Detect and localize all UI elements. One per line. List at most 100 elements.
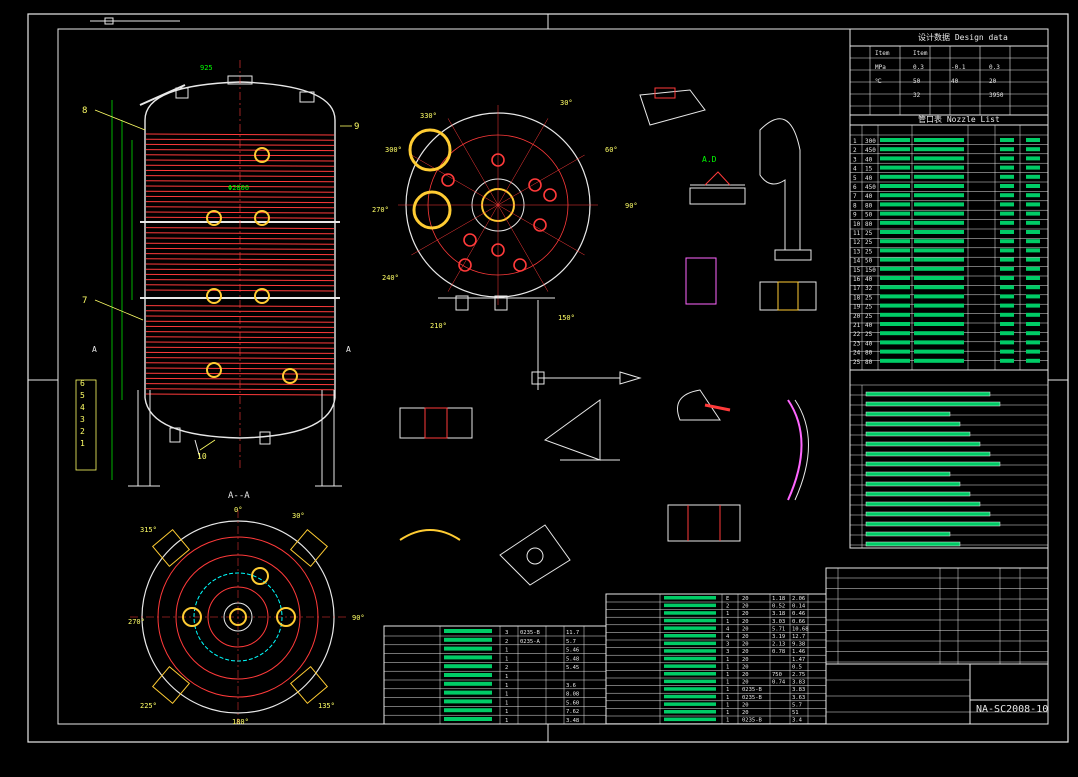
bom-left-weight: 5.48 bbox=[566, 656, 579, 662]
nozzle-use-text bbox=[1000, 239, 1014, 244]
bom-left-weight: 11.7 bbox=[566, 630, 579, 636]
bom-right-total-weight: 1.47 bbox=[792, 657, 805, 663]
bom-right-total-weight: 3.83 bbox=[792, 680, 805, 686]
nozzle-use-text bbox=[1000, 248, 1014, 253]
nozzle-no: 16 bbox=[853, 276, 861, 283]
nozzle-standard-text bbox=[880, 156, 910, 161]
head-angle-label: 150° bbox=[558, 314, 575, 322]
head-nozzle bbox=[543, 188, 557, 202]
nozzle-flange-text bbox=[914, 147, 964, 152]
bom-right-total-weight: 51 bbox=[792, 710, 799, 716]
nozzle-dn: 40 bbox=[865, 340, 873, 347]
nozzle-standard-text bbox=[880, 276, 910, 280]
nozzle-no: 14 bbox=[853, 258, 861, 265]
head-nozzle bbox=[441, 173, 455, 187]
nozzle-dn: 80 bbox=[865, 350, 873, 357]
nozzle-length-text bbox=[1026, 220, 1040, 225]
nozzle-dn: 25 bbox=[865, 313, 873, 320]
nozzle-dn: 40 bbox=[865, 175, 873, 182]
nozzle-flange-text bbox=[914, 230, 964, 234]
nozzle-standard-text bbox=[880, 174, 910, 179]
bom-right-qty: 1 bbox=[726, 664, 729, 670]
vessel-elevation bbox=[75, 60, 352, 487]
nozzle-flange-text bbox=[914, 340, 964, 345]
detail-views bbox=[399, 87, 817, 586]
nozzle-no: 23 bbox=[853, 340, 861, 347]
nozzle-standard-text bbox=[880, 248, 910, 253]
nozzle-length-text bbox=[1026, 165, 1040, 170]
nozzle-use-text bbox=[1000, 303, 1014, 308]
bom-right-material: 20 bbox=[742, 619, 749, 625]
bom-right-total-weight: 0.5 bbox=[792, 664, 802, 670]
head-nozzle bbox=[528, 178, 542, 192]
nozzle-no: 18 bbox=[853, 294, 861, 301]
nozzle-flange-text bbox=[914, 331, 964, 336]
nozzle-dn: 25 bbox=[865, 294, 873, 301]
nozzle-length-text bbox=[1026, 156, 1040, 161]
nozzle-flange-text bbox=[914, 276, 964, 280]
detail-ad-title: A.D bbox=[702, 155, 717, 164]
bom-right-unit-weight: 0.78 bbox=[772, 649, 785, 655]
nozzle-use-text bbox=[1000, 211, 1014, 216]
nozzle-use-text bbox=[1000, 349, 1014, 354]
bom-right-total-weight: 2.75 bbox=[792, 672, 805, 678]
vessel-tag-1: 1 bbox=[80, 439, 85, 448]
nozzle-flange-text bbox=[914, 294, 964, 299]
nozzle-no: 25 bbox=[853, 359, 861, 366]
nozzle-length-text bbox=[1026, 285, 1040, 290]
design-data-table bbox=[849, 28, 1049, 116]
bom-right-unit-weight: 750 bbox=[772, 672, 782, 678]
bom-left-qty: 1 bbox=[505, 674, 508, 680]
bom-right-material: 0235-B bbox=[742, 718, 763, 724]
nozzle-dn: 25 bbox=[865, 304, 873, 311]
nozzle-length-text bbox=[1026, 202, 1040, 207]
design-data-title: 设计数据 Design data bbox=[918, 32, 1008, 42]
nozzle-dn: 50 bbox=[865, 258, 873, 265]
design-data-cell: -0.1 bbox=[951, 64, 966, 71]
nozzle-use-text bbox=[1000, 193, 1014, 198]
nozzle-no: 17 bbox=[853, 285, 861, 292]
bom-right-unit-weight: 0.52 bbox=[772, 604, 785, 610]
nozzle-standard-text bbox=[880, 303, 910, 308]
bom-left-weight: 5.60 bbox=[566, 700, 579, 706]
nozzle-use-text bbox=[1000, 165, 1014, 170]
nozzle-length-text bbox=[1026, 358, 1040, 363]
bom-right-qty: 4 bbox=[726, 634, 730, 640]
bom-right-material: 20 bbox=[742, 611, 749, 617]
bom-right-total-weight: 0.46 bbox=[792, 611, 805, 617]
nozzle-flange-text bbox=[914, 257, 964, 262]
vessel-tag-8: 8 bbox=[82, 106, 87, 116]
plan-angle-0: 0° bbox=[234, 506, 242, 514]
head-angle-label: 300° bbox=[385, 146, 402, 154]
bom-left-qty: 3 bbox=[505, 630, 508, 636]
plan-angle-180: 180° bbox=[232, 718, 249, 726]
side-nozzle bbox=[206, 288, 222, 304]
nozzle-length-text bbox=[1026, 147, 1040, 152]
side-nozzle bbox=[254, 210, 270, 226]
design-data-cell: 3950 bbox=[989, 92, 1004, 99]
bom-right-material: 0235-B bbox=[742, 695, 763, 701]
vessel-tag-5: 5 bbox=[80, 391, 85, 400]
plan-angle-90: 90° bbox=[352, 614, 365, 622]
bom-right-qty: 3 bbox=[726, 649, 729, 655]
bom-right-total-weight: 0.14 bbox=[792, 604, 806, 610]
head-angle-label: 60° bbox=[605, 146, 618, 154]
nozzle-dn: 25 bbox=[865, 230, 873, 237]
bom-left-weight: 3.6 bbox=[566, 683, 576, 689]
vessel-tag-6: 6 bbox=[80, 379, 85, 388]
head-nozzle bbox=[513, 258, 527, 272]
nozzle-use-text bbox=[1000, 340, 1014, 345]
bom-right-qty: 1 bbox=[726, 710, 729, 716]
plan-angle-270: 270° bbox=[128, 618, 145, 626]
bom-left-qty: 1 bbox=[505, 683, 508, 689]
bom-right-total-weight: 12.7 bbox=[792, 634, 805, 640]
bom-left-material: 0235-B bbox=[520, 630, 541, 636]
bom-right-material: 20 bbox=[742, 649, 749, 655]
bom-left-qty: 2 bbox=[505, 639, 508, 645]
head-angle-label: 30° bbox=[560, 99, 573, 107]
bom-right-unit-weight: 3.18 bbox=[772, 611, 785, 617]
bom-right-qty: 1 bbox=[726, 695, 729, 701]
design-data-cell: 50 bbox=[913, 78, 921, 85]
nozzle-standard-text bbox=[880, 239, 910, 244]
